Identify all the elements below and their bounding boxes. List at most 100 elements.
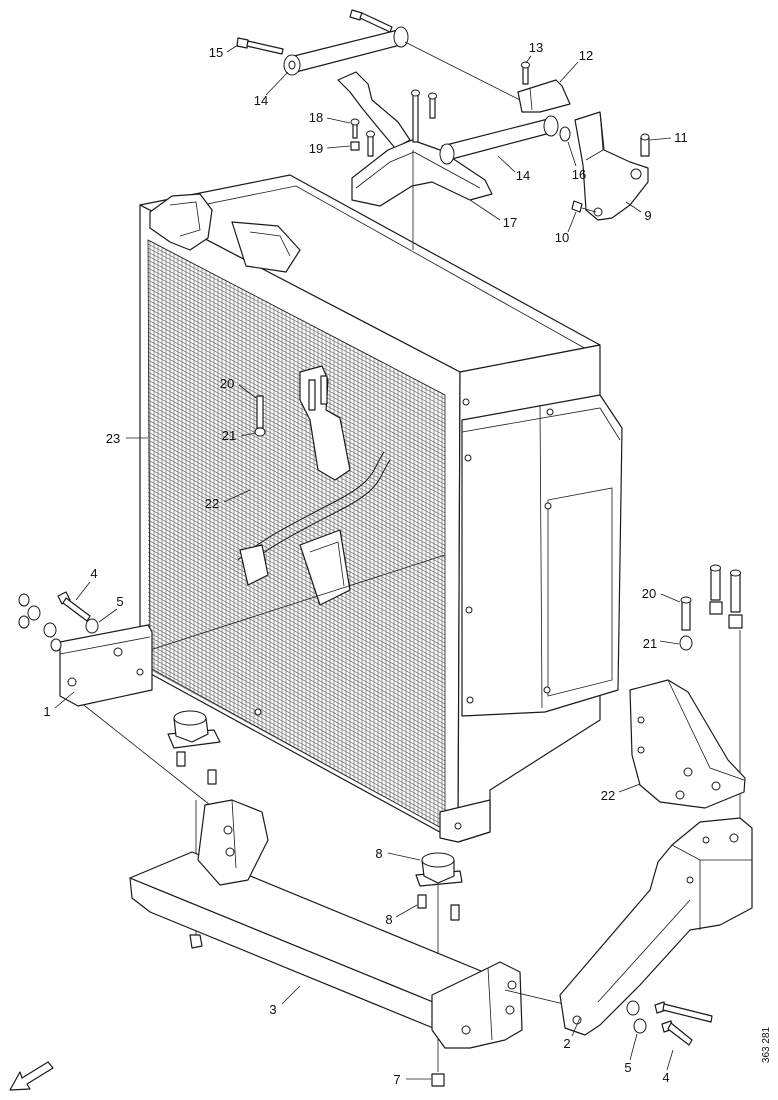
radiator-assembly bbox=[139, 174, 623, 843]
leader-line-11 bbox=[649, 137, 672, 141]
core-mesh-line bbox=[147, 295, 446, 453]
callout-8: 8 bbox=[385, 912, 392, 927]
core-mesh-line bbox=[147, 599, 446, 762]
callout-9: 9 bbox=[644, 208, 651, 223]
leader-line-21 bbox=[659, 640, 680, 645]
leader-line-16 bbox=[567, 141, 577, 167]
beam-left-bracket-hole bbox=[225, 847, 235, 857]
core-mesh-line bbox=[147, 595, 446, 758]
left-mount-bolt bbox=[207, 769, 217, 785]
leader-line-2 bbox=[571, 1017, 581, 1037]
left-rubber-mount bbox=[167, 710, 221, 785]
right-nut bbox=[709, 601, 723, 615]
fan-shroud-left-detail bbox=[169, 201, 201, 237]
core-mesh-line bbox=[147, 371, 446, 530]
callout-16: 16 bbox=[572, 167, 586, 182]
right-bolt-shaft bbox=[730, 572, 741, 613]
leader-line-18 bbox=[326, 117, 351, 124]
core-mesh-line bbox=[147, 455, 446, 615]
core-mesh-line bbox=[147, 659, 446, 823]
bolt-15-head bbox=[236, 37, 249, 49]
left-nut bbox=[50, 638, 62, 652]
support-2-hole bbox=[572, 1015, 582, 1025]
core-mesh-line bbox=[147, 367, 446, 526]
bracket-22-fold bbox=[667, 679, 745, 781]
rod-14-bushing-left-inner bbox=[288, 60, 296, 70]
leader-line-8 bbox=[395, 904, 418, 918]
nut-5 bbox=[633, 1018, 647, 1034]
fan-shroud-center-part bbox=[231, 221, 301, 273]
core-mesh-line bbox=[147, 271, 446, 428]
frame-bolt-hole bbox=[454, 822, 462, 830]
support-2-hole bbox=[729, 833, 739, 843]
bolt-7 bbox=[431, 1073, 445, 1087]
center-mount-top bbox=[421, 852, 455, 868]
bolt-13-head bbox=[521, 61, 530, 69]
lower-rod-14-bushing-right bbox=[543, 115, 559, 137]
core-mesh-line bbox=[147, 287, 446, 445]
core-mesh-line bbox=[147, 363, 446, 522]
beam-left-bracket bbox=[197, 799, 269, 886]
frame-bolt-hole bbox=[544, 502, 552, 510]
core-mesh-line bbox=[147, 483, 446, 644]
core-mesh-line bbox=[147, 495, 446, 656]
core-mesh-line bbox=[147, 475, 446, 636]
left-nut bbox=[18, 615, 30, 629]
core-mesh-line bbox=[147, 439, 446, 599]
bracket-1 bbox=[59, 624, 153, 707]
core-mesh-line bbox=[147, 575, 446, 737]
core-mesh-line bbox=[147, 603, 446, 766]
top-bolt-head bbox=[349, 9, 363, 21]
callout-21: 21 bbox=[222, 428, 236, 443]
rod-14-bushing-right bbox=[393, 26, 409, 48]
core-mesh-line bbox=[147, 647, 446, 811]
core-mesh-line bbox=[147, 655, 446, 819]
core-mesh-line bbox=[147, 507, 446, 668]
frame-bolt-hole bbox=[466, 696, 474, 704]
left-mount-group bbox=[18, 554, 446, 806]
lower-rod-14-bushing-left bbox=[439, 143, 455, 165]
core-mesh-line bbox=[147, 643, 446, 806]
callout-19: 19 bbox=[309, 141, 323, 156]
core-mesh-line bbox=[147, 471, 446, 632]
callout-4: 4 bbox=[662, 1070, 669, 1085]
bracket-1-flange bbox=[59, 636, 151, 655]
callout-8: 8 bbox=[375, 846, 382, 861]
leader-lines bbox=[54, 44, 681, 1080]
callout-20: 20 bbox=[642, 586, 656, 601]
callout-18: 18 bbox=[309, 110, 323, 125]
bracket-1-hole bbox=[113, 647, 123, 657]
beam-right-bracket-hole bbox=[461, 1025, 471, 1035]
core-mesh-line bbox=[147, 411, 446, 571]
core-mesh-line bbox=[147, 351, 446, 510]
beam-left-bracket-fold bbox=[231, 799, 237, 869]
leader-line-21 bbox=[240, 432, 256, 437]
radiator-side-tank bbox=[461, 394, 623, 717]
pipe-outer-edge bbox=[237, 451, 385, 561]
callout-3: 3 bbox=[269, 1002, 276, 1017]
support-2-fold bbox=[597, 899, 691, 1003]
bolt-20-head bbox=[680, 596, 692, 604]
bracket-22-hole bbox=[675, 790, 685, 800]
core-mesh-line bbox=[147, 431, 446, 591]
bolt-4-shaft bbox=[662, 1003, 713, 1023]
radiator-bottom-block bbox=[439, 799, 491, 843]
core-mesh-line bbox=[147, 419, 446, 579]
lower-front-bracket-edge bbox=[309, 541, 345, 587]
core-mesh-line bbox=[147, 447, 446, 607]
core-mesh-line bbox=[147, 355, 446, 514]
core-mesh-line bbox=[147, 591, 446, 754]
support-2-hole bbox=[686, 876, 694, 884]
core-mesh-line bbox=[147, 543, 446, 705]
core-mesh-line bbox=[147, 451, 446, 611]
front-bolt bbox=[320, 375, 328, 405]
core-mesh-line bbox=[147, 479, 446, 640]
fan-shroud-center-detail bbox=[249, 231, 291, 257]
callout-13: 13 bbox=[529, 40, 543, 55]
leader-line-12 bbox=[559, 61, 579, 83]
core-mesh-line bbox=[147, 571, 446, 733]
nut-5 bbox=[626, 1000, 640, 1016]
core-mesh-line bbox=[147, 247, 446, 404]
support-2-hole bbox=[702, 836, 710, 844]
